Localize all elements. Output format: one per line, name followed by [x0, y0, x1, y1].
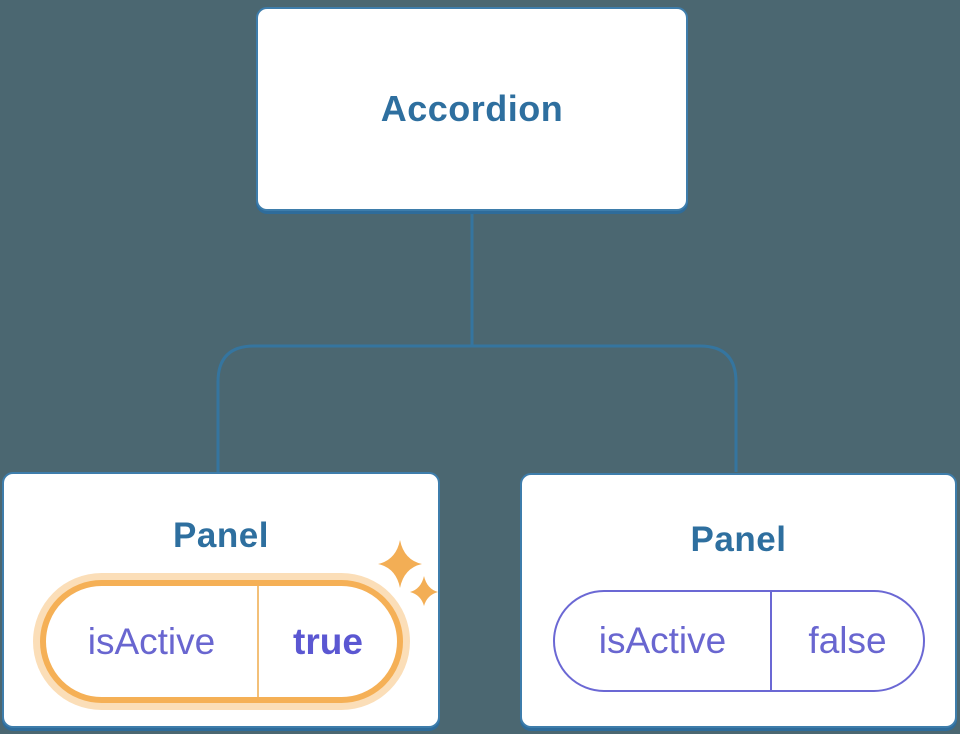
state-pill-inactive: isActive false [553, 590, 925, 692]
pill-divider [770, 592, 772, 690]
accordion-node: Accordion [256, 7, 688, 211]
panel-node-label: Panel [690, 520, 787, 559]
pill-divider [257, 586, 259, 697]
state-key-label: isActive [598, 620, 727, 661]
accordion-node-label: Accordion [380, 88, 564, 129]
state-value-label: false [808, 620, 887, 661]
connector-branches [216, 344, 738, 472]
panel-node-label: Panel [173, 516, 269, 555]
state-key-label: isActive [87, 620, 216, 662]
state-value-label: true [293, 620, 363, 662]
state-pill-active: isActive true [40, 580, 403, 703]
